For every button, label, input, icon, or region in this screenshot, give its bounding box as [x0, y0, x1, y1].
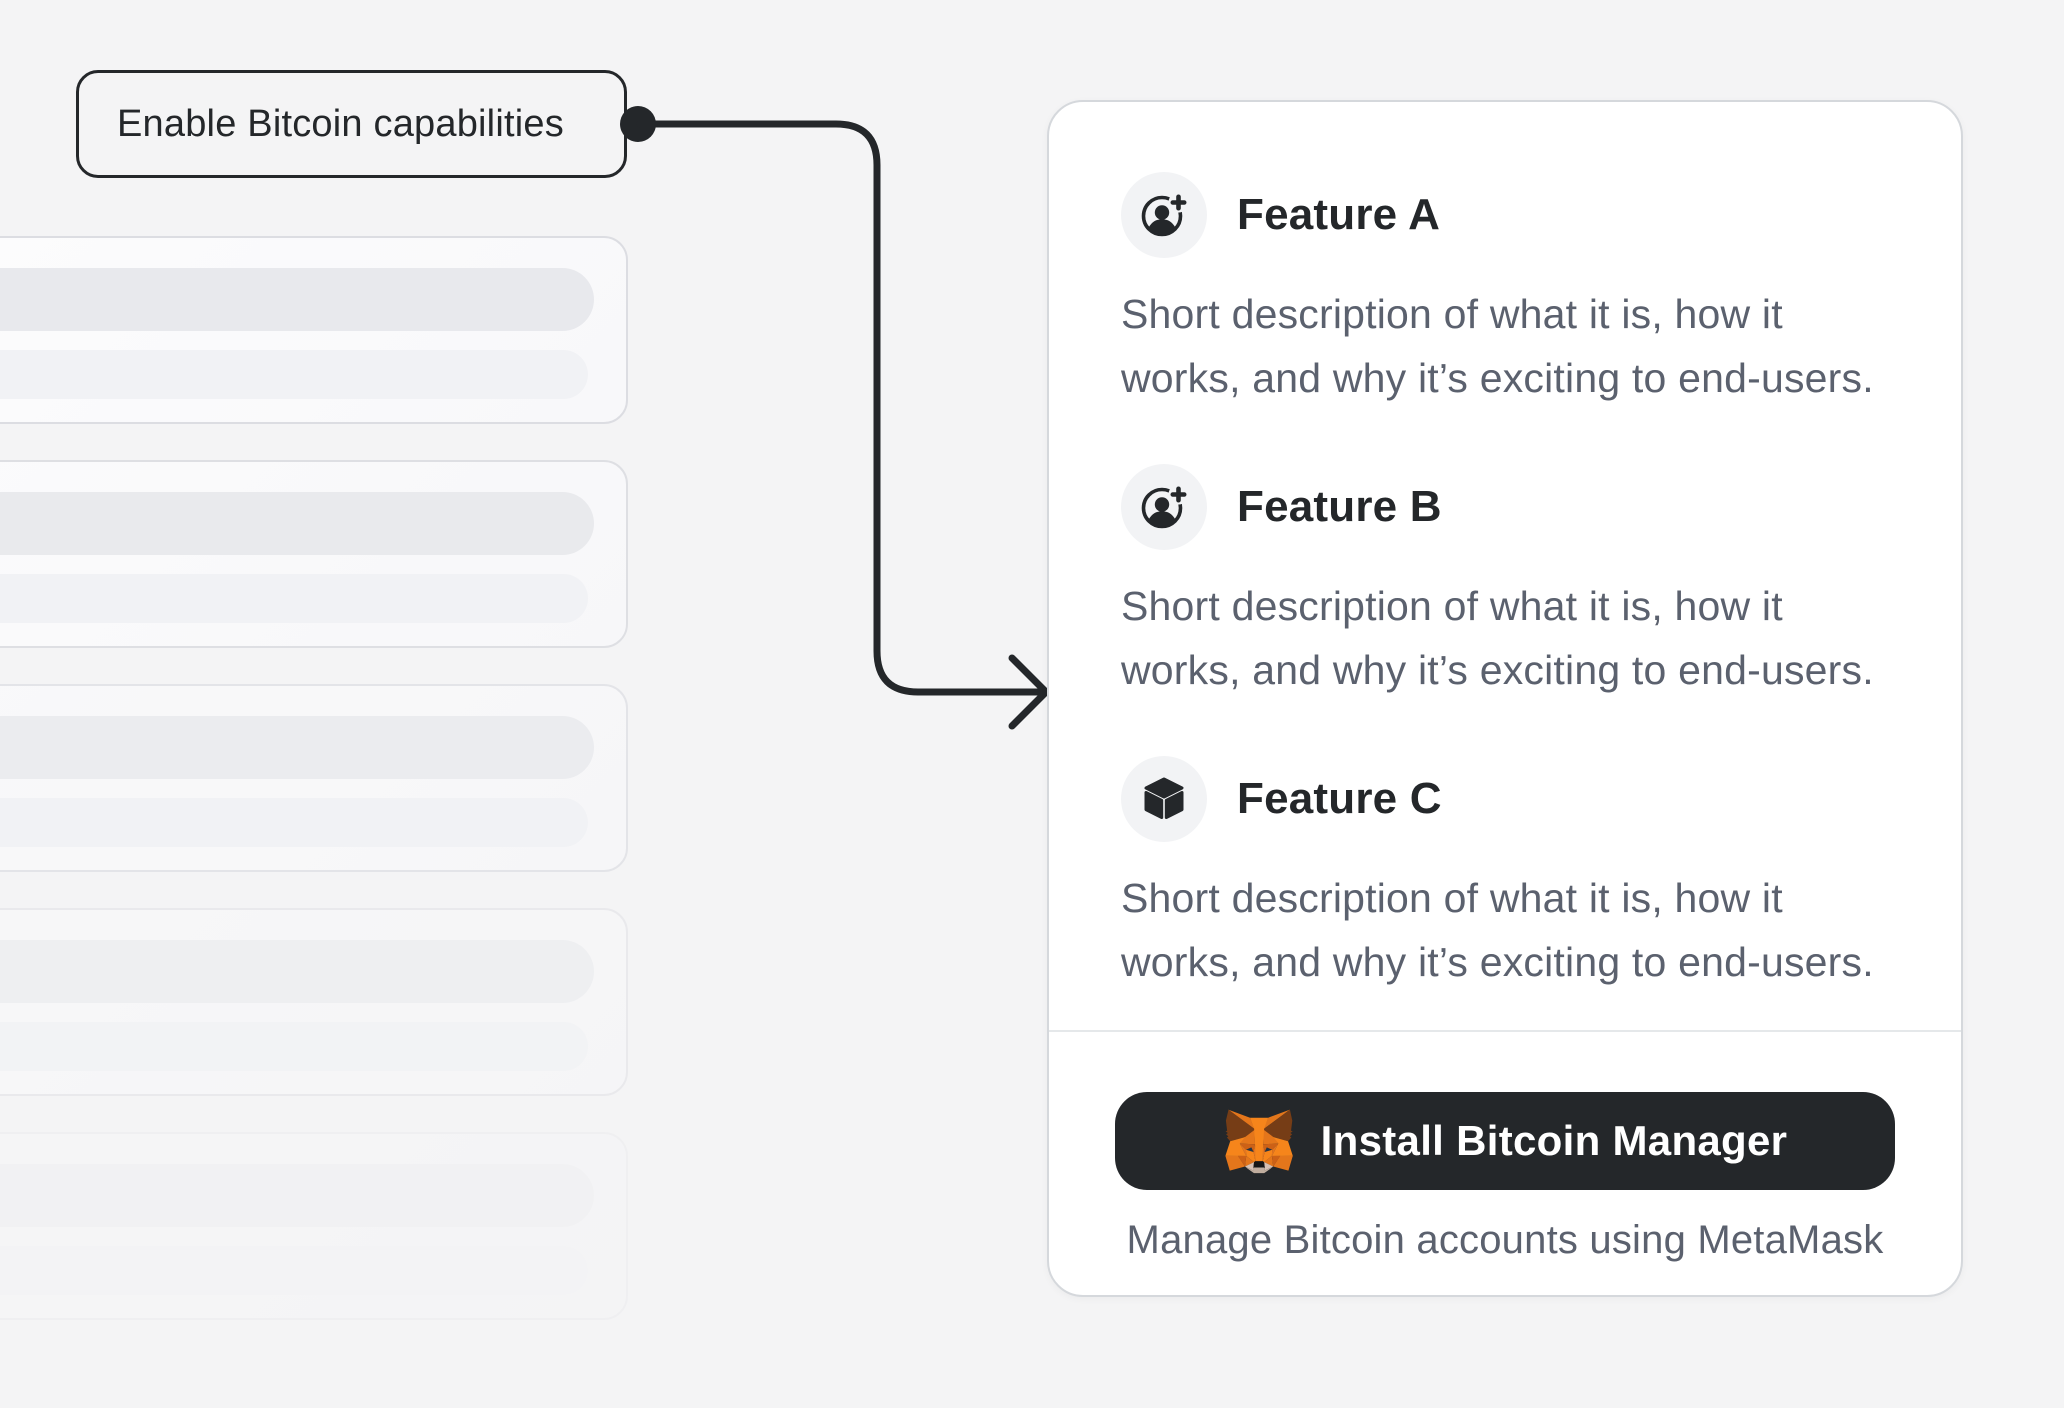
feature-icon-badge [1121, 172, 1207, 258]
skeleton-card [0, 460, 628, 648]
feature-head: Feature A [1121, 172, 1889, 258]
skeleton-bar-secondary [0, 1022, 588, 1071]
skeleton-bar-primary [0, 940, 594, 1003]
feature-description: Short description of what it is, how it … [1121, 282, 1889, 410]
skeleton-card [0, 908, 628, 1096]
feature-description: Short description of what it is, how it … [1121, 866, 1889, 994]
feature-list: Feature A Short description of what it i… [1049, 102, 1961, 1030]
feature-title: Feature C [1237, 774, 1442, 823]
feature-title: Feature A [1237, 190, 1441, 239]
panel-divider [1049, 1030, 1961, 1032]
skeleton-bar-primary [0, 716, 594, 779]
callout-label: Enable Bitcoin capabilities [117, 102, 564, 145]
feature-description-line: works, and why it’s exciting to end-user… [1121, 647, 1874, 693]
install-button-label: Install Bitcoin Manager [1320, 1117, 1788, 1164]
feature-icon-badge [1121, 756, 1207, 842]
feature-icon-badge [1121, 464, 1207, 550]
feature-description-line: Short description of what it is, how it [1121, 875, 1783, 921]
feature-title: Feature B [1237, 482, 1442, 531]
skeleton-bar-primary [0, 1164, 594, 1227]
user-add-icon [1141, 192, 1188, 237]
skeleton-card-list [0, 0, 700, 1408]
skeleton-bar-secondary [0, 574, 588, 623]
skeleton-bar-primary [0, 492, 594, 555]
feature-panel: Feature A Short description of what it i… [1047, 100, 1963, 1297]
feature-description-line: Short description of what it is, how it [1121, 291, 1783, 337]
install-footnote: Manage Bitcoin accounts using MetaMask [1126, 1218, 1884, 1262]
skeleton-card [0, 236, 628, 424]
skeleton-bar-secondary [0, 350, 588, 399]
connector-path [636, 120, 1046, 696]
feature-description-line: works, and why it’s exciting to end-user… [1121, 939, 1874, 985]
user-add-icon [1141, 484, 1188, 529]
skeleton-bar-secondary [0, 798, 588, 847]
feature-description-line: works, and why it’s exciting to end-user… [1121, 355, 1874, 401]
feature-item-c: Feature C Short description of what it i… [1121, 756, 1889, 994]
skeleton-bar-primary [0, 268, 594, 331]
install-bitcoin-manager-button[interactable]: Install Bitcoin Manager [1115, 1092, 1895, 1190]
connector-arrowhead [1008, 654, 1050, 730]
metamask-fox-icon [1225, 1109, 1293, 1174]
panel-bottom-section: Install Bitcoin Manager Manage Bitcoin a… [1049, 1032, 1961, 1295]
feature-head: Feature B [1121, 464, 1889, 550]
skeleton-card [0, 684, 628, 872]
skeleton-bar-secondary [0, 1246, 588, 1295]
feature-description-line: Short description of what it is, how it [1121, 583, 1783, 629]
feature-item-b: Feature B Short description of what it i… [1121, 464, 1889, 702]
callout-label-box: Enable Bitcoin capabilities [76, 70, 627, 178]
feature-head: Feature C [1121, 756, 1889, 842]
feature-description: Short description of what it is, how it … [1121, 574, 1889, 702]
cube-icon [1144, 777, 1184, 819]
feature-item-a: Feature A Short description of what it i… [1121, 172, 1889, 410]
skeleton-card [0, 1132, 628, 1320]
